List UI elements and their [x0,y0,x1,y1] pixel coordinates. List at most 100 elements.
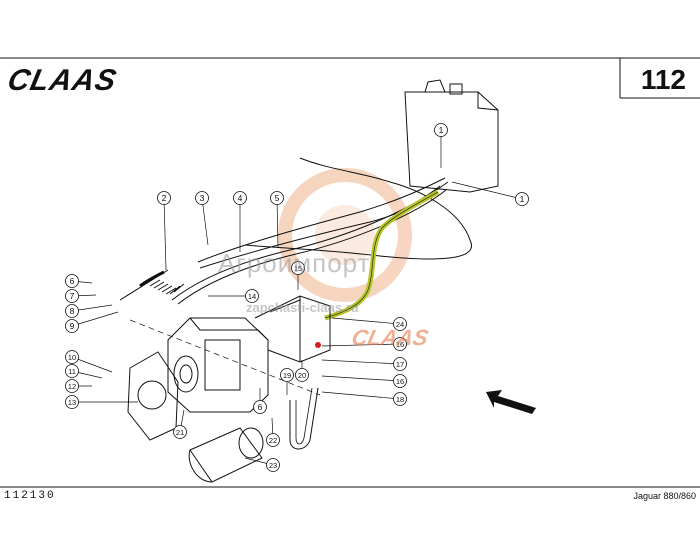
assembly-centre-line [129,319,321,396]
callout-leader [331,317,401,325]
callout-leader [276,197,279,249]
callout-label: 20 [298,371,306,380]
callout-circle [295,368,309,382]
callout-24: 24 [331,317,407,331]
callout-leader [321,375,401,382]
callout-circle [393,374,407,388]
callout-22: 22 [266,417,280,447]
callout-circle [65,395,79,409]
callout-label: 16 [396,340,404,349]
callout-circle [515,192,529,206]
callout-label: 24 [396,320,404,329]
callout-16: 16 [321,374,407,388]
callout-5: 5 [270,191,284,249]
oil-tank [404,79,499,193]
callout-label: 16 [396,377,404,386]
callout-label: 14 [248,292,256,301]
callout-label: 6 [70,276,75,286]
callout-leader [321,359,401,365]
callout-17: 17 [321,357,407,371]
callout-2: 2 [157,191,171,271]
callout-label: 6 [258,402,263,412]
callout-label: 5 [275,193,280,203]
callout-8: 8 [65,304,113,318]
callout-label: 23 [269,461,277,470]
return-pipe-inner [295,387,313,445]
callout-21: 21 [173,409,187,439]
callout-15: 15 [291,261,305,290]
callout-13: 13 [65,395,138,409]
callout-circle [65,319,79,333]
hydraulic-pump [167,295,331,413]
filter-element [188,427,264,483]
callout-3: 3 [195,191,209,246]
callout-circle [195,191,209,205]
callout-10: 10 [65,350,113,373]
callout-circle [270,191,284,205]
callout-label: 7 [70,291,75,301]
callout-leader [451,181,523,200]
return-pipe [289,387,319,450]
callout-6: 6 [65,274,93,288]
callout-leader [71,311,119,327]
callout-1: 1 [434,123,448,168]
callout-circle [173,425,187,439]
callout-label: 13 [68,398,76,407]
callout-label: 8 [70,306,75,316]
callout-circle [266,458,280,472]
callout-label: 18 [396,395,404,404]
callout-7: 7 [65,289,97,303]
callout-circle [233,191,247,205]
highlighted-hose-outline [324,191,439,319]
callout-circle [65,379,79,393]
callout-circle [291,261,305,275]
callout-circle [280,368,294,382]
callout-label: 12 [68,382,76,391]
callout-circle [393,357,407,371]
callout-12: 12 [65,379,92,393]
callout-circle [157,191,171,205]
callout-label: 11 [68,367,76,376]
callout-circle [65,289,79,303]
callout-leader [321,343,401,347]
callout-circle [434,123,448,137]
watermark-brand: CLAAS [349,325,431,350]
callout-leader [201,197,209,246]
callout-4: 4 [233,191,247,252]
flange-gasket [127,351,179,441]
callout-11: 11 [65,364,103,379]
callout-circle [65,364,79,378]
callout-leader [163,197,167,271]
callout-circle [245,289,259,303]
callout-label: 2 [162,193,167,203]
callout-18: 18 [321,391,407,406]
callout-circle [393,317,407,331]
page-number: 112 [640,64,686,95]
callout-19: 19 [280,368,294,395]
callout-circle [65,350,79,364]
callout-label: 10 [68,353,76,362]
callout-14: 14 [208,289,259,303]
callout-label: 1 [439,125,444,135]
watermark-url: zapchasti-claas.ru [246,300,359,315]
callout-label: 15 [294,264,302,273]
callout-9: 9 [65,311,119,333]
callout-circle [393,392,407,406]
callout-20: 20 [295,360,309,382]
callout-label: 21 [176,428,184,437]
callout-circle [253,400,267,414]
callout-label: 9 [70,321,75,331]
callout-label: 19 [283,371,291,380]
callout-label: 3 [200,193,205,203]
callout-label: 4 [238,193,243,203]
callout-23: 23 [244,457,280,472]
callout-circle [65,304,79,318]
callout-label: 1 [520,194,525,204]
marker-dot [315,342,321,348]
spring-cable [149,279,185,295]
callout-leader [71,356,113,373]
callout-16: 16 [321,337,407,351]
callout-6: 6 [253,388,267,414]
